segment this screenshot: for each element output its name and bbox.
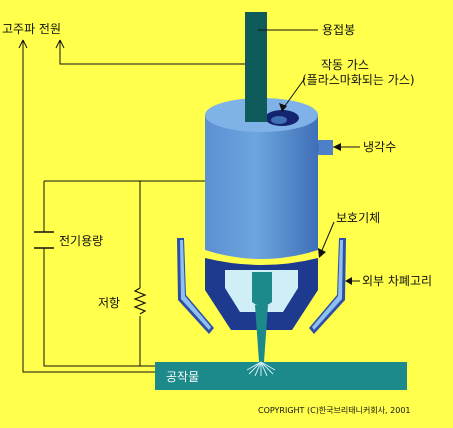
- resistance-label: 저항: [98, 296, 121, 310]
- nozzle: [205, 258, 318, 330]
- plasma-jet: [255, 305, 268, 362]
- resistor-symbol: [133, 287, 147, 315]
- copyright-notice: COPYRIGHT (C)한국브리태니커회사, 2001: [258, 406, 411, 415]
- leader-lines: [258, 29, 360, 285]
- power-source-label: 고주파 전원: [2, 22, 62, 36]
- workpiece-block: [155, 362, 407, 390]
- outer-shield-right: [309, 238, 346, 334]
- outer-shield-left: [177, 238, 214, 334]
- capacitor-symbol: [34, 231, 54, 249]
- outer-shield-label: 외부 차폐고리: [362, 274, 433, 288]
- torch-body: [205, 98, 318, 259]
- electrode-label: 용접봉: [322, 23, 356, 37]
- circuit-wires: [18, 39, 245, 373]
- spark-mark: [246, 361, 276, 377]
- workpiece-label: 공작물: [166, 370, 200, 384]
- capacitance-label: 전기용량: [59, 234, 104, 248]
- shielding-gas-label: 보호기체: [336, 211, 381, 225]
- working-gas-label: 작동 가스: [321, 58, 369, 72]
- working-gas-note: (플라스마화되는 가스): [302, 73, 415, 87]
- cooling-water-label: 냉각수: [363, 140, 397, 154]
- electrode-rod: [245, 12, 267, 122]
